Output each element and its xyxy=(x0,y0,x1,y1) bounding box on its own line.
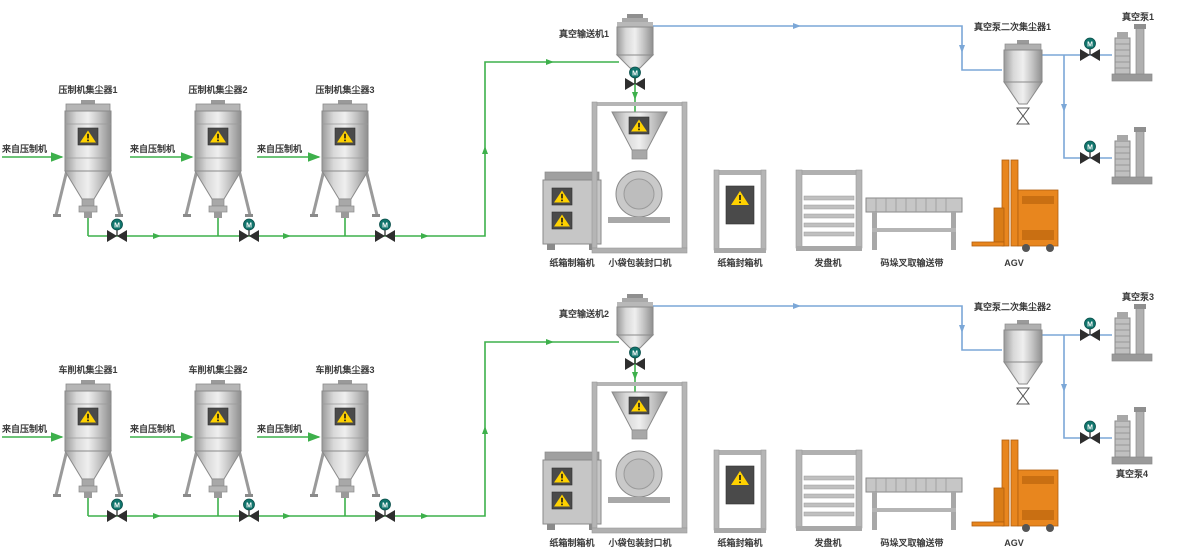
collector-valve-1 xyxy=(106,218,128,243)
pallet-conveyor-label: 码垛叉取输送带 xyxy=(880,537,943,548)
dust-collector-1 xyxy=(53,100,123,218)
line-top: 压制机集尘器1 压制机集尘器2 压制机集尘器3 来自压制机 来自压制机 来自压制… xyxy=(1,11,1154,268)
vacuum-pump-2 xyxy=(1111,126,1153,185)
bag-packer xyxy=(592,382,687,533)
agv-label: AGV xyxy=(1004,258,1024,268)
vacuum-pump-2-label: 真空泵4 xyxy=(1116,468,1148,479)
collector-valve-3 xyxy=(374,218,396,243)
vacuum-pump-1 xyxy=(1111,303,1153,362)
dust-collector-2-label: 车削机集尘器2 xyxy=(188,364,247,375)
dust-collector-3-label: 压制机集尘器3 xyxy=(315,84,374,95)
tray-dispenser-label: 发盘机 xyxy=(813,257,841,268)
carton-maker-label: 纸箱制箱机 xyxy=(549,537,594,548)
vacuum-pump-1-label: 真空泵3 xyxy=(1122,291,1154,302)
pallet-conveyor-label: 码垛叉取输送带 xyxy=(880,257,943,268)
flow-arrows-blue-bottom xyxy=(793,303,1067,392)
collector-valve-2 xyxy=(238,498,260,523)
dust-collector-2 xyxy=(183,380,253,498)
pump-valve-1 xyxy=(1079,317,1101,342)
pump-valve-1 xyxy=(1079,37,1101,62)
collector-valve-1 xyxy=(106,498,128,523)
secondary-dust-collector xyxy=(1003,319,1043,405)
bag-packer-label: 小袋包装封口机 xyxy=(607,537,671,548)
bag-packer xyxy=(592,102,687,253)
flow-arrows-green-bottom xyxy=(153,339,638,519)
tray-dispenser xyxy=(795,449,863,532)
secondary-dust-collector-label: 真空泵二次集尘器1 xyxy=(974,21,1051,32)
pallet-conveyor xyxy=(865,197,963,251)
input-label-3: 来自压制机 xyxy=(256,423,302,434)
agv-label: AGV xyxy=(1004,538,1024,548)
pump-valve-2 xyxy=(1079,140,1101,165)
vacuum-pump-2 xyxy=(1111,406,1153,465)
input-label-1: 来自压制机 xyxy=(1,423,47,434)
collector-valve-3 xyxy=(374,498,396,523)
pump-valve-2 xyxy=(1079,420,1101,445)
dust-collector-1 xyxy=(53,380,123,498)
pallet-conveyor xyxy=(865,477,963,531)
agv-forklift xyxy=(971,159,1059,253)
collector-valve-2 xyxy=(238,218,260,243)
pipe-blue-bottom xyxy=(653,305,1112,439)
carton-sealer-label: 纸箱封箱机 xyxy=(717,257,762,268)
dust-collector-1-label: 车削机集尘器1 xyxy=(58,364,117,375)
tray-dispenser-label: 发盘机 xyxy=(813,537,841,548)
input-label-3: 来自压制机 xyxy=(256,143,302,154)
vacuum-conveyor xyxy=(616,293,654,354)
dust-collector-3 xyxy=(310,100,380,218)
carton-maker-label: 纸箱制箱机 xyxy=(549,257,594,268)
pipe-blue-top xyxy=(653,25,1112,159)
agv-forklift xyxy=(971,439,1059,533)
vacuum-conveyor-label: 真空输送机1 xyxy=(559,28,609,39)
vacuum-pump-1-label: 真空泵1 xyxy=(1122,11,1154,22)
secondary-dust-collector-label: 真空泵二次集尘器2 xyxy=(974,301,1051,312)
tray-dispenser xyxy=(795,169,863,252)
vacuum-conveyor-label: 真空输送机2 xyxy=(559,308,609,319)
flow-arrows-green-top xyxy=(153,59,638,239)
dust-collector-1-label: 压制机集尘器1 xyxy=(58,84,117,95)
carton-sealer xyxy=(713,169,767,254)
input-label-2: 来自压制机 xyxy=(129,143,175,154)
carton-sealer xyxy=(713,449,767,534)
flow-arrows-blue-top xyxy=(793,23,1067,112)
carton-sealer-label: 纸箱封箱机 xyxy=(717,537,762,548)
dust-collector-2 xyxy=(183,100,253,218)
line-bottom: 车削机集尘器1 车削机集尘器2 车削机集尘器3 来自压制机 来自压制机 来自压制… xyxy=(1,291,1154,548)
vacuum-conveyor xyxy=(616,13,654,74)
dust-collector-2-label: 压制机集尘器2 xyxy=(188,84,247,95)
vacuum-pump-1 xyxy=(1111,23,1153,82)
dust-collector-3-label: 车削机集尘器3 xyxy=(315,364,374,375)
bag-packer-label: 小袋包装封口机 xyxy=(607,257,671,268)
dust-collector-3 xyxy=(310,380,380,498)
secondary-dust-collector xyxy=(1003,39,1043,125)
input-label-2: 来自压制机 xyxy=(129,423,175,434)
input-label-1: 来自压制机 xyxy=(1,143,47,154)
